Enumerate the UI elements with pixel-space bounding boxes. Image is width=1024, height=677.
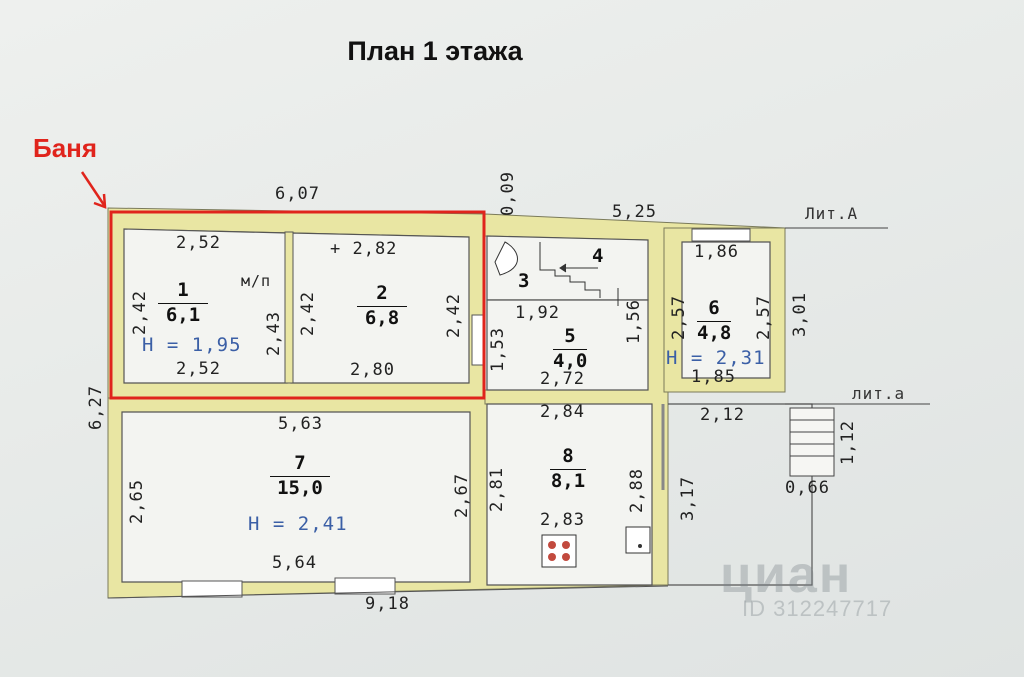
room-5: 5 4,0 [553, 325, 588, 372]
ceiling-height-room-6: Н = 2,31 [666, 347, 766, 369]
dim-label: 2,42 [444, 293, 464, 338]
dim-label: 6,27 [86, 385, 106, 430]
dim-label: 5,64 [272, 553, 317, 573]
room-8-floor [486, 403, 653, 586]
dim-label: 2,42 [130, 290, 150, 335]
room-4: 4 [592, 245, 604, 267]
room-area: 6,8 [357, 305, 407, 329]
room-6-floor [681, 241, 771, 379]
ceiling-height-room-1: Н = 1,95 [142, 334, 242, 356]
room-area: 4,8 [697, 320, 732, 344]
bathhouse-highlight [109, 210, 486, 400]
dim-label: 9,18 [365, 594, 410, 614]
level-label-a: лит.а [852, 384, 906, 403]
dim-label: 6,07 [275, 184, 320, 204]
dim-label: 2,65 [127, 479, 147, 524]
dim-label: 5,25 [612, 202, 657, 222]
dim-label: м/п [241, 272, 272, 290]
room-number: 2 [376, 282, 388, 304]
room-number: 5 [564, 325, 576, 347]
window [471, 314, 485, 366]
page-title: План 1 этажа [347, 36, 523, 66]
dim-label: 2,12 [700, 405, 745, 425]
room-area: 8,1 [550, 468, 586, 492]
dim-label: 1,86 [694, 242, 739, 262]
dim-label: 1,92 [515, 303, 560, 323]
room-7-floor [121, 411, 471, 583]
dim-label: 1,12 [838, 420, 858, 465]
room-7: 7 15,0 [270, 452, 330, 499]
dim-label: 2,88 [627, 468, 647, 513]
dim-label: 2,72 [540, 369, 585, 389]
room-number: 1 [177, 279, 189, 301]
dim-label: 1,53 [488, 327, 508, 372]
room-number: 8 [562, 445, 574, 467]
dim-label: 2,57 [669, 295, 689, 340]
dim-label: 1,56 [624, 299, 644, 344]
dim-label: 2,80 [350, 360, 395, 380]
dim-label: 2,52 [176, 233, 221, 253]
room-8: 8 8,1 [550, 445, 586, 492]
dim-label: 5,63 [278, 414, 323, 434]
room-2: 2 6,8 [357, 282, 407, 329]
dim-label: 2,67 [452, 473, 472, 518]
window [691, 228, 751, 242]
dim-label: + 2,82 [330, 239, 398, 259]
dim-label: 0,09 [498, 171, 518, 216]
dim-label: 3,17 [678, 476, 698, 521]
bathhouse-arrow [80, 171, 107, 209]
room-number: 7 [294, 452, 306, 474]
room-3: 3 [518, 270, 530, 292]
room-number: 6 [708, 297, 720, 319]
sink-icon [625, 526, 651, 554]
room-area: 6,1 [158, 302, 208, 326]
stove-icon [541, 534, 577, 568]
room-5-floor [486, 299, 649, 391]
ceiling-height-room-7: Н = 2,41 [248, 513, 348, 535]
window [334, 577, 396, 595]
watermark-id: ID 312247717 [742, 596, 893, 621]
dim-label: 2,83 [540, 510, 585, 530]
dim-label: 2,42 [298, 291, 318, 336]
room-area: 15,0 [270, 475, 330, 499]
dim-label: 2,57 [754, 295, 774, 340]
room-6: 6 4,8 [697, 297, 732, 344]
dim-label: 2,81 [487, 467, 507, 512]
watermark-brand: циан [720, 546, 853, 604]
dim-label: 2,84 [540, 402, 585, 422]
dim-label: 2,52 [176, 359, 221, 379]
room-area: 4,0 [553, 348, 588, 372]
dim-label: 2,43 [264, 311, 284, 356]
room-1: 1 6,1 [158, 279, 208, 326]
dim-label: 3,01 [790, 292, 810, 337]
dim-label: 1,85 [691, 367, 736, 387]
bathhouse-label: Баня [33, 133, 98, 163]
level-label-A: Лит.А [805, 204, 859, 223]
dim-label: 0,66 [785, 478, 830, 498]
window [181, 580, 243, 598]
